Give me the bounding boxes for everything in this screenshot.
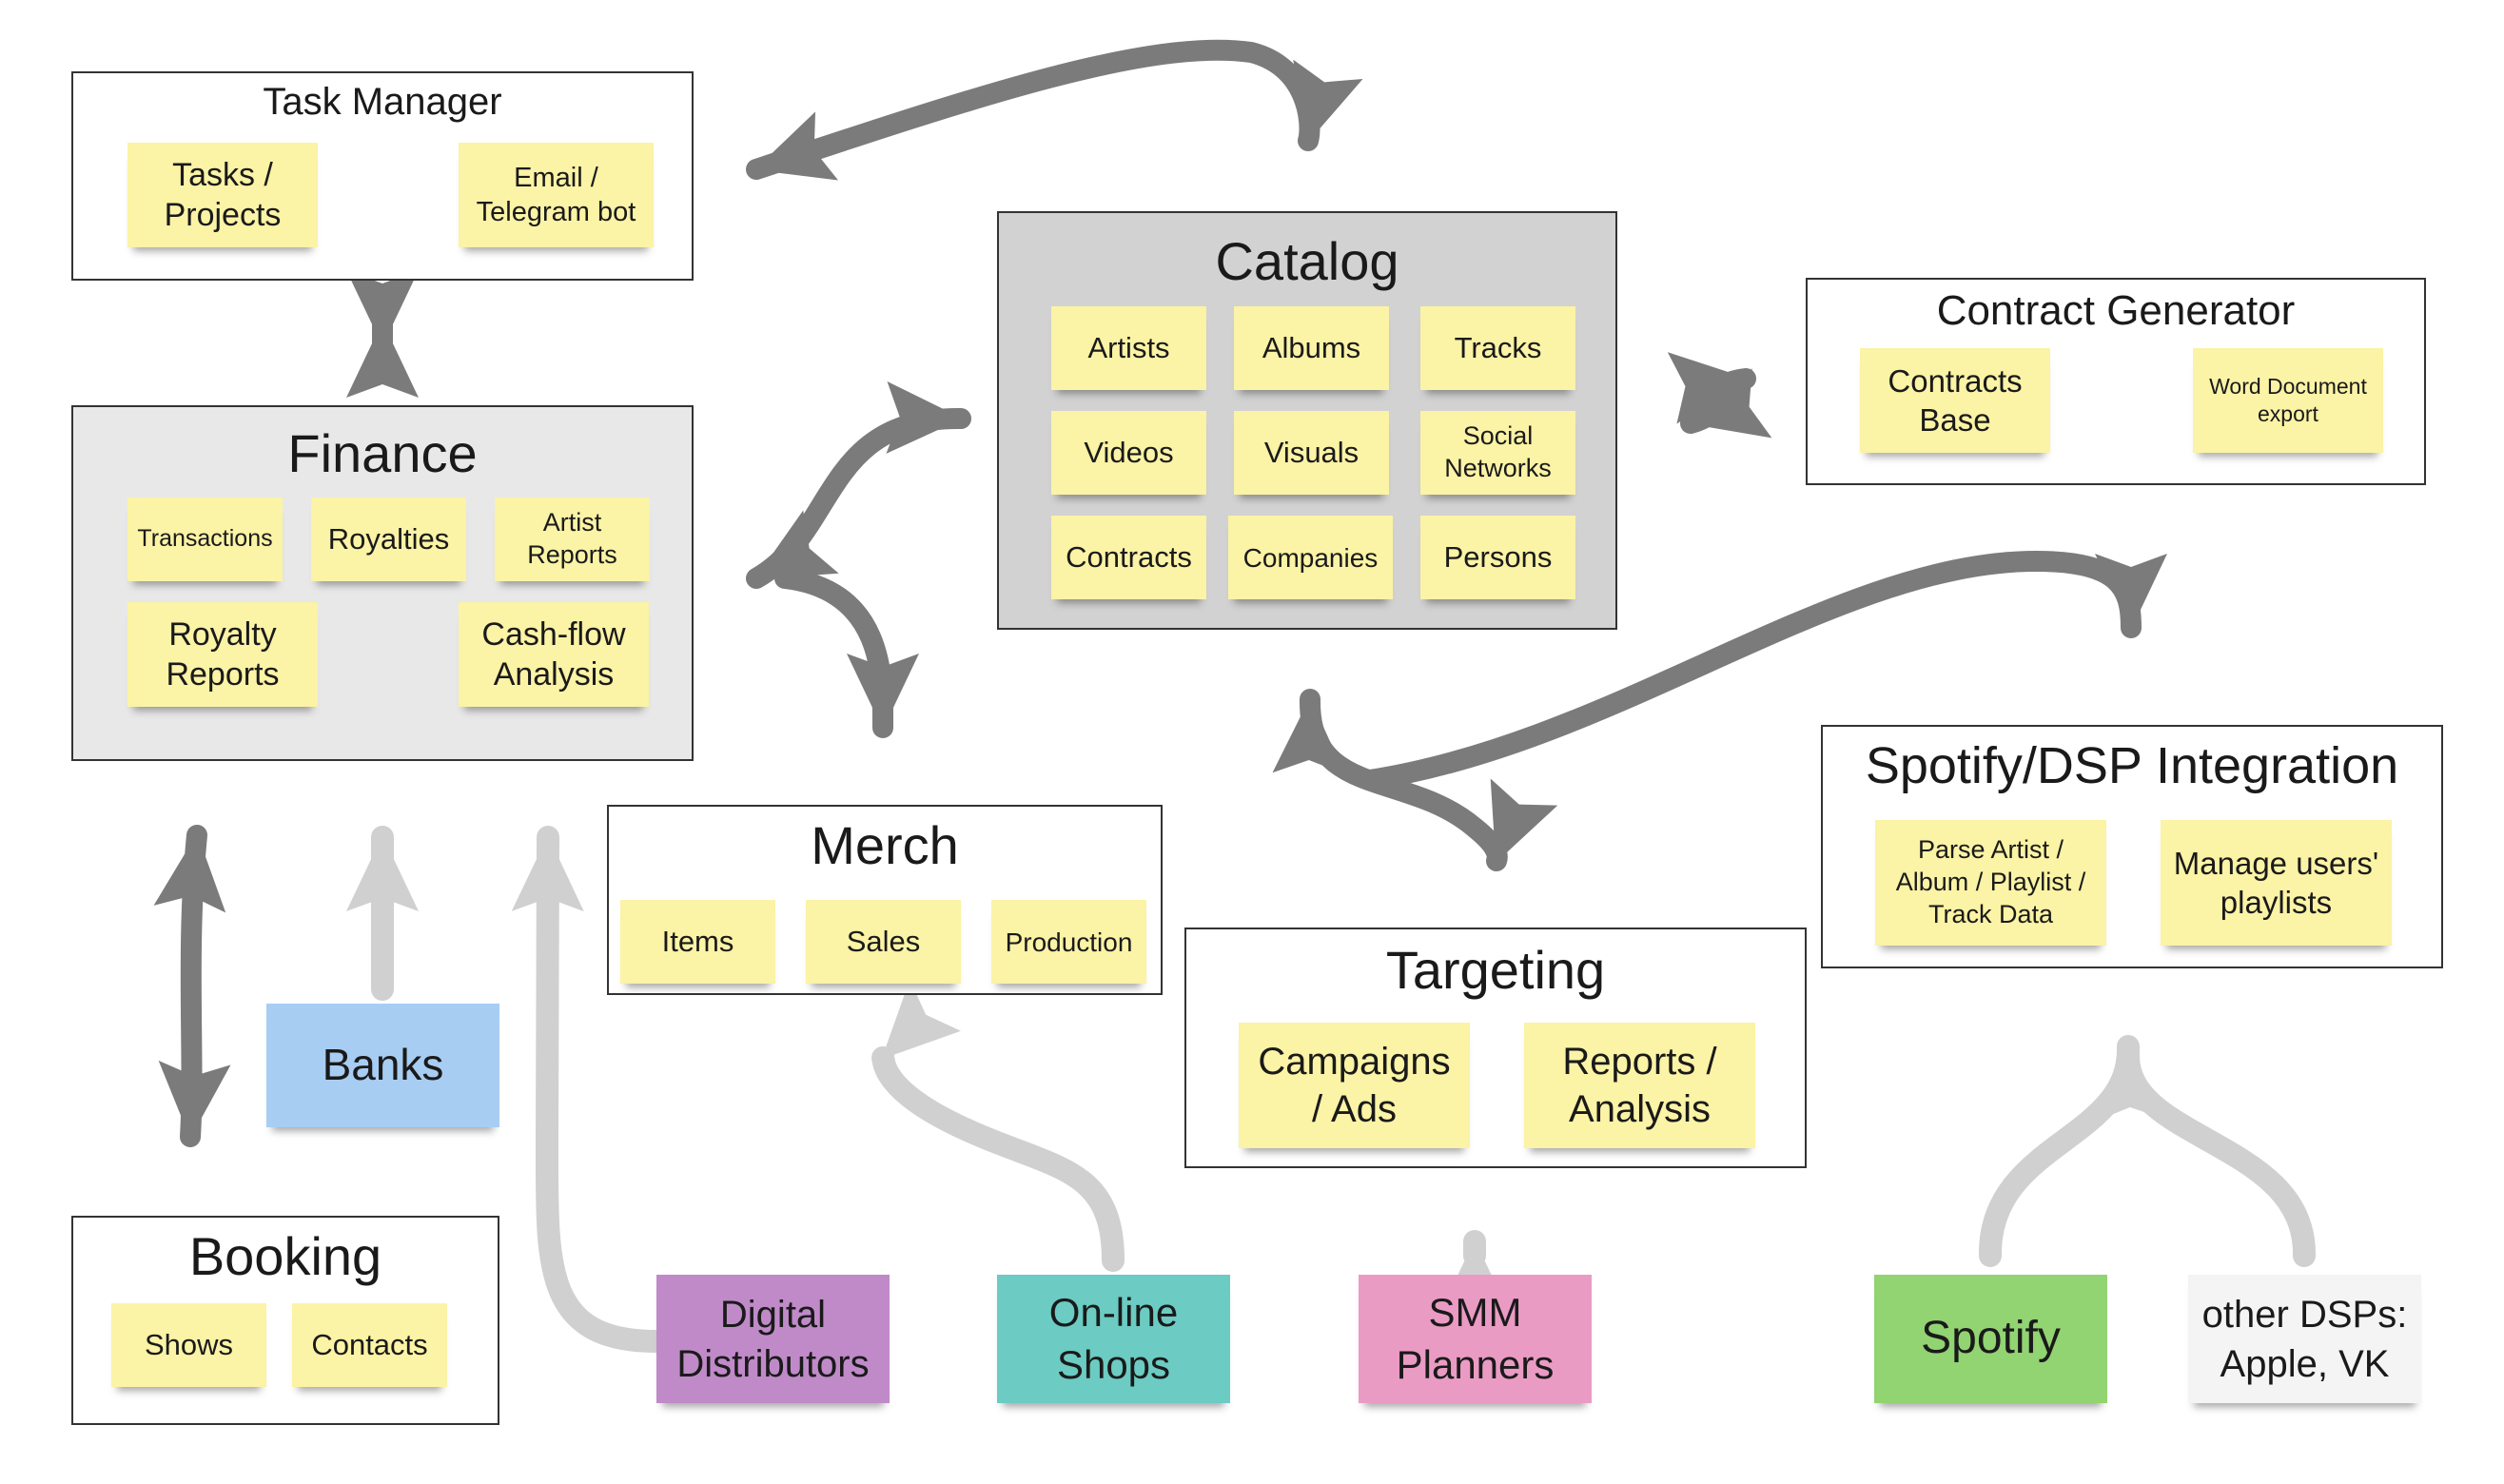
- note-royalties: Royalties: [311, 498, 466, 581]
- contract-generator-box: Contract Generator Contracts Base Word D…: [1806, 278, 2426, 485]
- contract-generator-title: Contract Generator: [1936, 287, 2296, 334]
- arrow-finance-catalog: [746, 381, 971, 589]
- note-word-export: Word Document export: [2193, 348, 2383, 453]
- arrow-distributors-finance: [511, 826, 668, 1353]
- note-companies: Companies: [1228, 516, 1393, 599]
- arrow-shops-merch: [871, 980, 1125, 1272]
- note-email-telegram: Email / Telegram bot: [459, 143, 654, 247]
- note-persons: Persons: [1420, 516, 1575, 599]
- note-production: Production: [991, 900, 1146, 984]
- note-cashflow-analysis: Cash-flow Analysis: [459, 602, 649, 707]
- note-visuals: Visuals: [1234, 411, 1389, 495]
- note-shows: Shows: [111, 1303, 266, 1387]
- arrow-otherdsp-integration: [2117, 1045, 2317, 1267]
- note-contracts: Contracts: [1051, 516, 1206, 599]
- digital-distributors-source: Digital Distributors: [656, 1275, 890, 1403]
- note-videos: Videos: [1051, 411, 1206, 495]
- note-social-networks: Social Networks: [1420, 411, 1575, 495]
- arrow-targeting-spotify: [1360, 550, 2167, 791]
- online-shops-source: On-line Shops: [997, 1275, 1230, 1403]
- booking-box: Booking Shows Contacts: [71, 1216, 499, 1425]
- targeting-title: Targeting: [1385, 940, 1606, 1000]
- booking-title: Booking: [188, 1226, 382, 1286]
- banks-source: Banks: [266, 1004, 499, 1127]
- note-reports-analysis: Reports / Analysis: [1524, 1023, 1755, 1148]
- note-parse-data: Parse Artist / Album / Playlist / Track …: [1875, 820, 2106, 946]
- note-artist-reports: Artist Reports: [495, 498, 650, 581]
- note-tracks: Tracks: [1420, 306, 1575, 390]
- catalog-title: Catalog: [1215, 231, 1399, 291]
- merch-box: Merch Items Sales Production: [607, 805, 1163, 995]
- task-manager-title: Task Manager: [263, 81, 502, 123]
- catalog-box: Catalog Artists Albums Tracks Videos Vis…: [997, 211, 1617, 630]
- arrow-finance-merch: [774, 568, 894, 733]
- note-items: Items: [620, 900, 775, 984]
- note-royalty-reports: Royalty Reports: [127, 602, 318, 707]
- arrow-catalog-contractgen: [1667, 352, 1772, 439]
- merch-title: Merch: [811, 815, 959, 875]
- spotify-source: Spotify: [1874, 1275, 2107, 1403]
- task-manager-box: Task Manager Tasks / Projects Email / Te…: [71, 71, 694, 281]
- note-contacts: Contacts: [292, 1303, 447, 1387]
- note-artists: Artists: [1051, 306, 1206, 390]
- note-campaigns-ads: Campaigns / Ads: [1239, 1023, 1470, 1148]
- arrow-taskmanager-catalog: [746, 39, 1363, 181]
- arrow-catalog-targeting: [1272, 689, 1558, 871]
- note-transactions: Transactions: [127, 498, 283, 581]
- note-albums: Albums: [1234, 306, 1389, 390]
- other-dsps-source: other DSPs: Apple, VK: [2188, 1275, 2421, 1403]
- smm-planners-source: SMM Planners: [1359, 1275, 1592, 1403]
- spotify-integration-box: Spotify/DSP Integration Parse Artist / A…: [1821, 725, 2443, 968]
- finance-box: Finance Transactions Royalties Artist Re…: [71, 405, 694, 761]
- note-sales: Sales: [806, 900, 961, 984]
- arrow-spotify-integration: [1978, 1035, 2167, 1267]
- spotify-integration-title: Spotify/DSP Integration: [1865, 737, 2399, 794]
- note-contracts-base: Contracts Base: [1860, 348, 2050, 453]
- arrow-finance-booking: [153, 825, 231, 1147]
- note-manage-playlists: Manage users' playlists: [2161, 820, 2392, 946]
- note-tasks-projects: Tasks / Projects: [127, 143, 318, 247]
- finance-title: Finance: [287, 423, 478, 483]
- targeting-box: Targeting Campaigns / Ads Reports / Anal…: [1184, 928, 1807, 1168]
